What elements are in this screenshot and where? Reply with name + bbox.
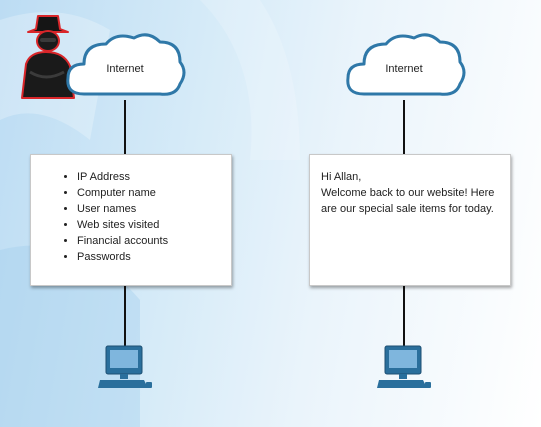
list-item: Web sites visited [77,217,231,233]
right-connection-bottom [403,284,405,348]
right-cloud-label: Internet [385,63,423,75]
right-connection-top [403,100,405,156]
personalized-message-card: Hi Allan, Welcome back to our website! H… [309,154,511,286]
left-internet-cloud-icon [66,33,186,96]
list-item: Financial accounts [77,233,231,249]
collected-data-list: IP Address Computer name User names Web … [31,155,231,265]
left-pc-icon [98,345,152,388]
list-item: IP Address [77,169,231,185]
right-internet-cloud-icon [346,33,466,96]
left-connection-bottom [124,284,126,348]
left-connection-top [124,100,126,156]
left-cloud-label: Internet [106,63,144,75]
message-greeting: Hi Allan, [321,171,362,183]
message-body: Welcome back to our website! Here are ou… [321,187,495,215]
list-item: User names [77,201,231,217]
list-item: Passwords [77,249,231,265]
hacker-icon [21,15,75,99]
collected-data-card: IP Address Computer name User names Web … [30,154,232,286]
right-pc-icon [377,345,431,388]
list-item: Computer name [77,185,231,201]
